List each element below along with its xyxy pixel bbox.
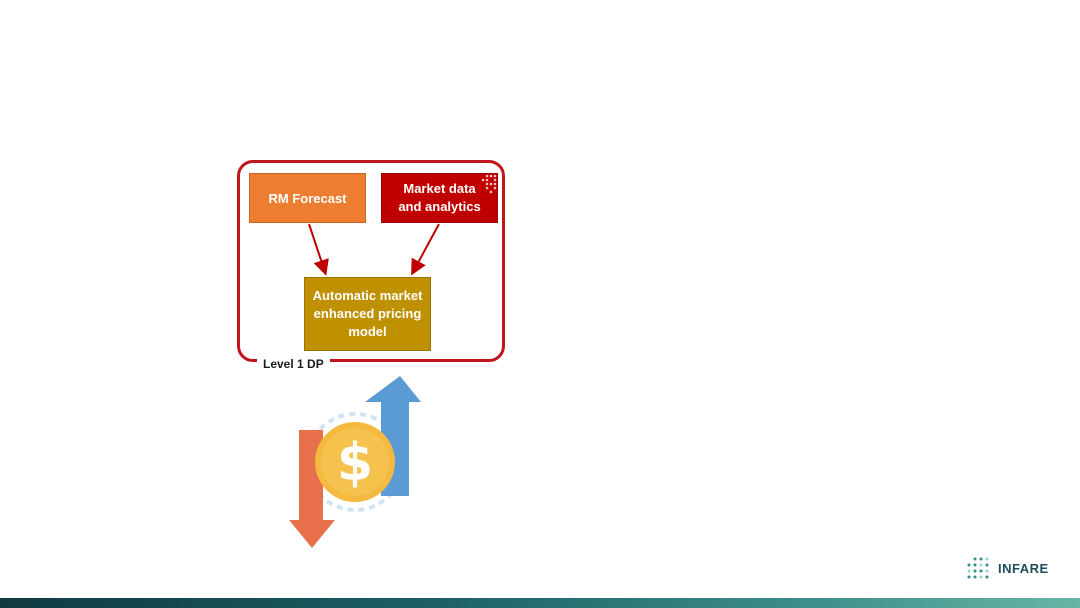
down-arrow-icon: [289, 430, 335, 548]
market-data-node: Market data and analytics: [381, 173, 498, 223]
infare-logo: INFARE: [966, 556, 1049, 580]
decorative-dots-icon: [481, 174, 497, 194]
arrow-rm-to-model: [308, 223, 329, 276]
rm-forecast-node: RM Forecast: [249, 173, 366, 223]
dollar-price-arrows-icon: $: [289, 376, 421, 548]
footer-bar: [0, 598, 1080, 608]
market-data-label: Market data and analytics: [398, 181, 481, 214]
level-1-dp-frame: [237, 160, 505, 362]
arrow-market-to-model: [411, 223, 440, 276]
dollar-symbol: $: [337, 433, 373, 493]
rm-forecast-label: RM Forecast: [268, 190, 347, 206]
pricing-model-label: Automatic market enhanced pricing model: [312, 288, 423, 339]
group-label: Level 1 DP: [257, 353, 330, 375]
infare-dots-icon: [967, 557, 989, 579]
brand-name: INFARE: [998, 560, 1049, 576]
up-arrow-icon: [365, 376, 421, 496]
pricing-model-node: Automatic market enhanced pricing model: [304, 277, 431, 351]
